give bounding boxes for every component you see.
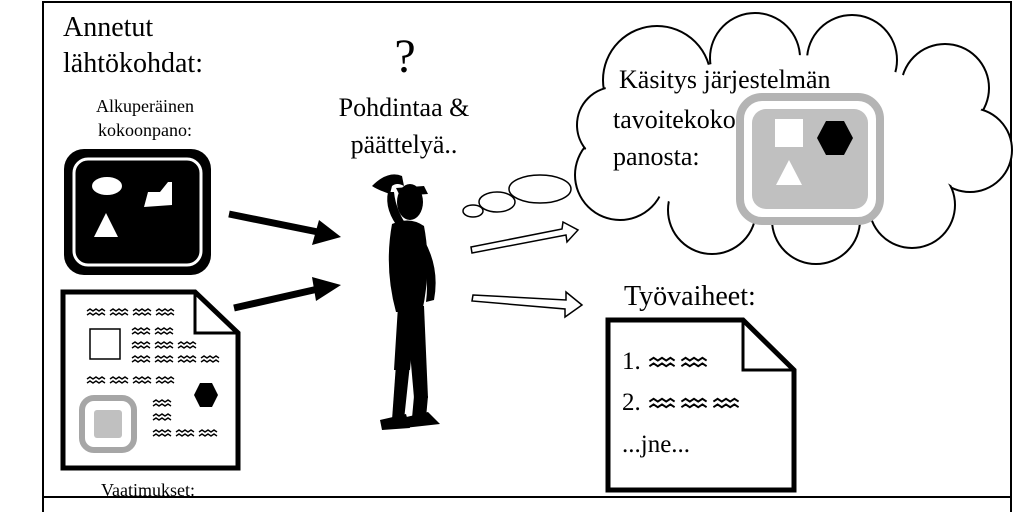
output-arrow-2 bbox=[471, 290, 584, 319]
given-title-line2: lähtökohdat: bbox=[63, 48, 203, 79]
understanding-line1: Käsitys järjestelmän bbox=[619, 65, 831, 94]
ellipse-shape-icon bbox=[92, 177, 122, 195]
target-hexagon-icon bbox=[817, 121, 853, 155]
understanding-line3: panosta: bbox=[613, 142, 700, 171]
original-config-label-line2: kokoonpano: bbox=[98, 120, 192, 140]
thinking-person-icon bbox=[372, 174, 440, 430]
work-step-1-label: 1. bbox=[622, 348, 641, 375]
thinking-label-line1: Pohdintaa & bbox=[339, 93, 470, 122]
given-title-line1: Annetut bbox=[63, 12, 153, 43]
target-configuration-box bbox=[736, 93, 884, 225]
question-mark: ? bbox=[394, 30, 415, 83]
thought-bubble-large bbox=[508, 174, 572, 204]
thought-bubble-small bbox=[462, 204, 484, 218]
work-step-more-label: ...jne... bbox=[622, 431, 690, 458]
hexagon-shape-icon bbox=[194, 383, 218, 407]
input-arrow-1 bbox=[228, 210, 341, 245]
flag-shape-icon bbox=[144, 182, 172, 207]
thinking-label-line2: päättelyä.. bbox=[351, 130, 458, 159]
work-step-2-label: 2. bbox=[622, 389, 641, 416]
target-triangle-icon bbox=[776, 160, 802, 185]
understanding-line2: tavoitekoko bbox=[613, 105, 736, 134]
gray-target-icon bbox=[79, 395, 137, 453]
output-arrow-1 bbox=[470, 220, 580, 254]
requirements-label: Vaatimukset: bbox=[101, 480, 195, 500]
requirements-document bbox=[60, 289, 241, 471]
original-config-label-line1: Alkuperäinen bbox=[96, 96, 194, 116]
thought-bubble-medium bbox=[478, 191, 516, 213]
triangle-shape-icon bbox=[94, 213, 118, 237]
square-shape-icon bbox=[89, 328, 121, 360]
input-arrow-2 bbox=[233, 277, 341, 312]
target-square-icon bbox=[775, 119, 803, 147]
original-configuration-box bbox=[64, 149, 211, 275]
work-steps-title: Työvaiheet: bbox=[624, 281, 756, 312]
